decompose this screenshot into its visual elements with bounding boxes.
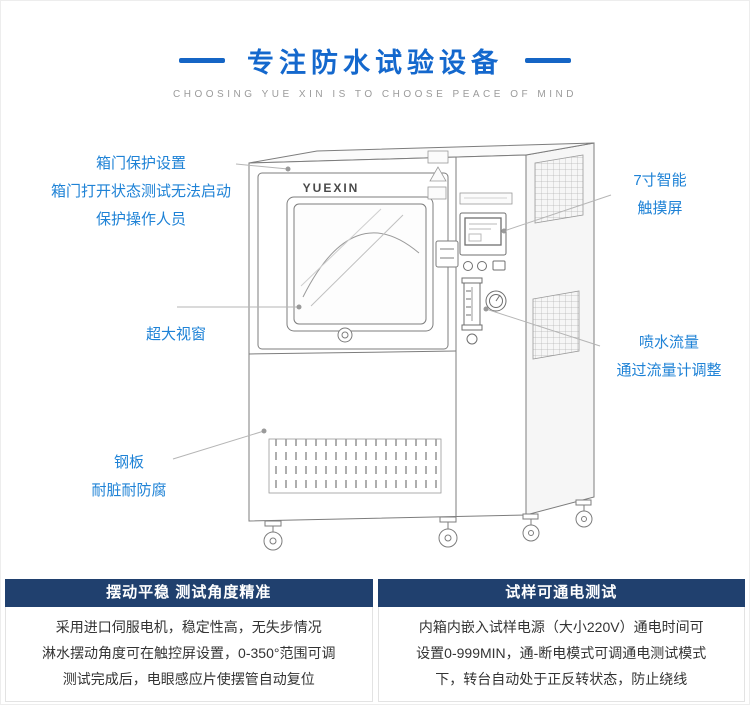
callout-door-protect-line-2: 箱门打开状态测试无法启动 xyxy=(50,183,231,200)
caster-wheel-1 xyxy=(263,520,283,551)
leader-dot-window xyxy=(296,304,302,310)
door-latch xyxy=(337,327,353,343)
page-title: 专注防水试验设备 xyxy=(247,48,503,78)
window-frame xyxy=(286,196,434,332)
flow-valve xyxy=(466,333,478,345)
callout-door-protect-line-3: 保护操作人员 xyxy=(95,211,186,228)
callout-flow-line-2: 通过流量计调整 xyxy=(616,362,722,379)
panel-power-line-3: 下，转台自动处于正反转状态，防止绕线 xyxy=(435,671,688,687)
callout-touchscreen-line-1: 7寸智能 xyxy=(633,172,687,189)
title-row: 专注防水试验设备 xyxy=(1,41,749,80)
flow-meter-bottom-cap xyxy=(461,324,483,331)
panel-power-title: 试样可通电测试 xyxy=(377,579,745,607)
panel-swing-body: 采用进口伺服电机，稳定性高，无失步情况 淋水摆动角度可在触控屏设置，0-350°… xyxy=(5,607,373,702)
panel-swing-line-3: 测试完成后，电眼感应片使摆管自动复位 xyxy=(62,671,315,687)
callout-steel-line-2: 耐脏耐防腐 xyxy=(91,482,167,499)
title-accent-bar-left xyxy=(179,58,225,63)
panel-power: 试样可通电测试 内箱内嵌入试样电源（大小220V）通电时间可 设置0-999MI… xyxy=(377,579,745,702)
callout-flow: 喷水流量 通过流量计调整 xyxy=(593,329,745,385)
feature-panels: 摆动平稳 测试角度精准 采用进口伺服电机，稳定性高，无失步情况 淋水摆动角度可在… xyxy=(5,579,745,702)
window-glass xyxy=(293,203,427,325)
sticker-1 xyxy=(427,150,449,164)
leader-line-flow xyxy=(485,308,601,347)
callout-touchscreen: 7寸智能 触摸屏 xyxy=(601,167,719,223)
callout-window: 超大视窗 xyxy=(116,321,236,349)
panel-switch xyxy=(492,260,506,271)
callout-door-protect-line-1: 箱门保护设置 xyxy=(95,155,186,172)
window-reflection-1 xyxy=(310,214,404,307)
flow-meter-top-cap xyxy=(461,277,483,284)
panel-swing-line-1: 采用进口伺服电机，稳定性高，无失步情况 xyxy=(55,619,322,635)
leader-lines xyxy=(172,163,612,460)
door-latch-hub xyxy=(341,331,349,339)
machine-logo: YUEXIN xyxy=(303,181,360,195)
panel-swing: 摆动平稳 测试角度精准 采用进口伺服电机，稳定性高，无失步情况 淋水摆动角度可在… xyxy=(5,579,373,702)
control-panel xyxy=(459,212,507,345)
warning-stickers xyxy=(427,150,513,205)
panel-swing-line-2: 淋水摆动角度可在触控屏设置，0-350°范围可调 xyxy=(42,645,336,661)
door-handle xyxy=(435,240,459,268)
door xyxy=(257,172,459,350)
leader-dot-door-protect xyxy=(285,166,291,172)
pressure-gauge-dial xyxy=(489,294,503,308)
page-subtitle: CHOOSING YUE XIN IS TO CHOOSE PEACE OF M… xyxy=(173,89,577,100)
screen-content-block xyxy=(468,233,482,242)
leader-line-steel xyxy=(172,430,265,460)
panel-button-2 xyxy=(477,261,487,271)
machine-illustration: YUEXIN xyxy=(172,142,612,551)
sticker-2 xyxy=(427,186,447,200)
leader-line-door-protect xyxy=(235,163,289,170)
callout-steel: 钢板 耐脏耐防腐 xyxy=(69,449,189,505)
caster-wheel-3 xyxy=(522,513,540,542)
callout-door-protect: 箱门保护设置 箱门打开状态测试无法启动 保护操作人员 xyxy=(41,150,241,234)
callout-steel-line-1: 钢板 xyxy=(113,454,144,471)
leader-line-touchscreen xyxy=(503,194,612,232)
leader-dot-flow xyxy=(483,306,489,312)
warning-triangle-sticker xyxy=(429,166,447,182)
casters xyxy=(263,499,593,551)
page-header: 专注防水试验设备 CHOOSING YUE XIN IS TO CHOOSE P… xyxy=(1,41,749,100)
side-vent-top xyxy=(534,154,584,224)
panel-button-1 xyxy=(463,261,473,271)
leader-dot-steel xyxy=(261,428,267,434)
callout-flow-line-1: 喷水流量 xyxy=(638,334,699,351)
panel-power-body: 内箱内嵌入试样电源（大小220V）通电时间可 设置0-999MIN，通-断电模式… xyxy=(377,607,745,702)
spray-pipe xyxy=(302,232,420,298)
callout-touchscreen-line-2: 触摸屏 xyxy=(637,200,683,217)
panel-swing-title: 摆动平稳 测试角度精准 xyxy=(5,579,373,607)
panel-power-line-1: 内箱内嵌入试样电源（大小220V）通电时间可 xyxy=(418,619,704,635)
louver-vent xyxy=(268,438,442,494)
pressure-gauge-needle xyxy=(495,294,501,302)
window-reflection-2 xyxy=(300,208,382,287)
caster-wheel-2 xyxy=(438,516,458,548)
leader-dot-touchscreen xyxy=(501,228,507,234)
spec-plate xyxy=(459,192,513,205)
front-mid-divider xyxy=(248,350,457,355)
caster-wheel-4 xyxy=(575,499,593,528)
panel-power-line-2: 设置0-999MIN，通-断电模式可调通电测试模式 xyxy=(416,645,707,661)
side-vent-middle xyxy=(532,290,580,360)
title-accent-bar-right xyxy=(525,58,571,63)
callout-window-line-1: 超大视窗 xyxy=(145,326,206,343)
